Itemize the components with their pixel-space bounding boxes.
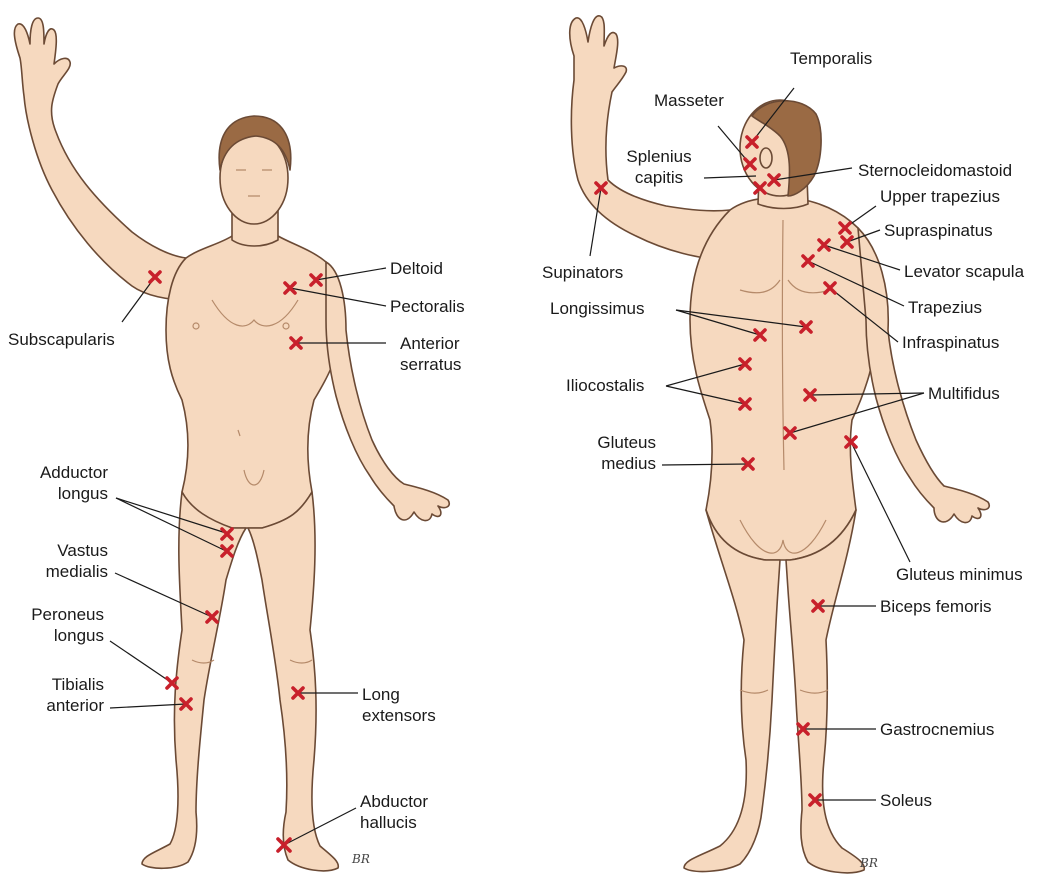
label-gluteus-medius-line1: Gluteus [560, 432, 656, 453]
label-gluteus-medius: Gluteus medius [560, 432, 656, 474]
label-tibialis-anterior-line2: anterior [10, 695, 104, 716]
label-peroneus-longus-line1: Peroneus [10, 604, 104, 625]
label-anterior-serratus-line2: serratus [400, 354, 461, 375]
label-sternocleidomastoid: Sternocleidomastoid [858, 160, 1012, 181]
artist-signature-front: BR [352, 852, 370, 866]
label-abductor-hallucis-line1: Abductor [360, 791, 428, 812]
back-torso [690, 198, 878, 561]
label-long-extensors-line2: extensors [362, 705, 436, 726]
label-tibialis-anterior-line1: Tibialis [10, 674, 104, 695]
label-anterior-serratus: Anterior serratus [400, 333, 461, 375]
label-temporalis: Temporalis [790, 48, 872, 69]
label-iliocostalis: Iliocostalis [566, 375, 644, 396]
label-masseter: Masseter [654, 90, 724, 111]
label-gluteus-medius-line2: medius [560, 453, 656, 474]
label-abductor-hallucis-line2: hallucis [360, 812, 428, 833]
label-vastus-medialis-line2: medialis [14, 561, 108, 582]
label-adductor-longus-line2: longus [14, 483, 108, 504]
label-subscapularis: Subscapularis [8, 329, 115, 350]
label-supinators: Supinators [542, 262, 623, 283]
label-peroneus-longus: Peroneus longus [10, 604, 104, 646]
label-gluteus-minimus: Gluteus minimus [896, 564, 1023, 585]
label-tibialis-anterior: Tibialis anterior [10, 674, 104, 716]
label-peroneus-longus-line2: longus [10, 625, 104, 646]
label-levator-scapula: Levator scapula [904, 261, 1024, 282]
label-multifidus: Multifidus [928, 383, 1000, 404]
label-biceps-femoris: Biceps femoris [880, 596, 991, 617]
label-anterior-serratus-line1: Anterior [400, 333, 461, 354]
label-deltoid: Deltoid [390, 258, 443, 279]
label-splenius-capitis-line1: Splenius [614, 146, 704, 167]
artist-signature-back: BR [860, 856, 878, 870]
label-adductor-longus-line1: Adductor [14, 462, 108, 483]
label-splenius-capitis: Splenius capitis [614, 146, 704, 188]
label-vastus-medialis: Vastus medialis [14, 540, 108, 582]
label-long-extensors: Long extensors [362, 684, 436, 726]
label-trapezius: Trapezius [908, 297, 982, 318]
back-raised-arm [570, 16, 730, 260]
label-long-extensors-line1: Long [362, 684, 436, 705]
label-supraspinatus: Supraspinatus [884, 220, 993, 241]
label-vastus-medialis-line1: Vastus [14, 540, 108, 561]
label-abductor-hallucis: Abductor hallucis [360, 791, 428, 833]
front-left-leg [248, 492, 338, 871]
label-upper-trapezius: Upper trapezius [880, 186, 1000, 207]
label-splenius-capitis-line2: capitis [614, 167, 704, 188]
label-longissimus: Longissimus [550, 298, 645, 319]
front-figure [14, 18, 449, 871]
label-adductor-longus: Adductor longus [14, 462, 108, 504]
front-raised-arm [14, 18, 188, 300]
label-soleus: Soleus [880, 790, 932, 811]
label-pectoralis: Pectoralis [390, 296, 465, 317]
label-gastrocnemius: Gastrocnemius [880, 719, 994, 740]
label-infraspinatus: Infraspinatus [902, 332, 999, 353]
